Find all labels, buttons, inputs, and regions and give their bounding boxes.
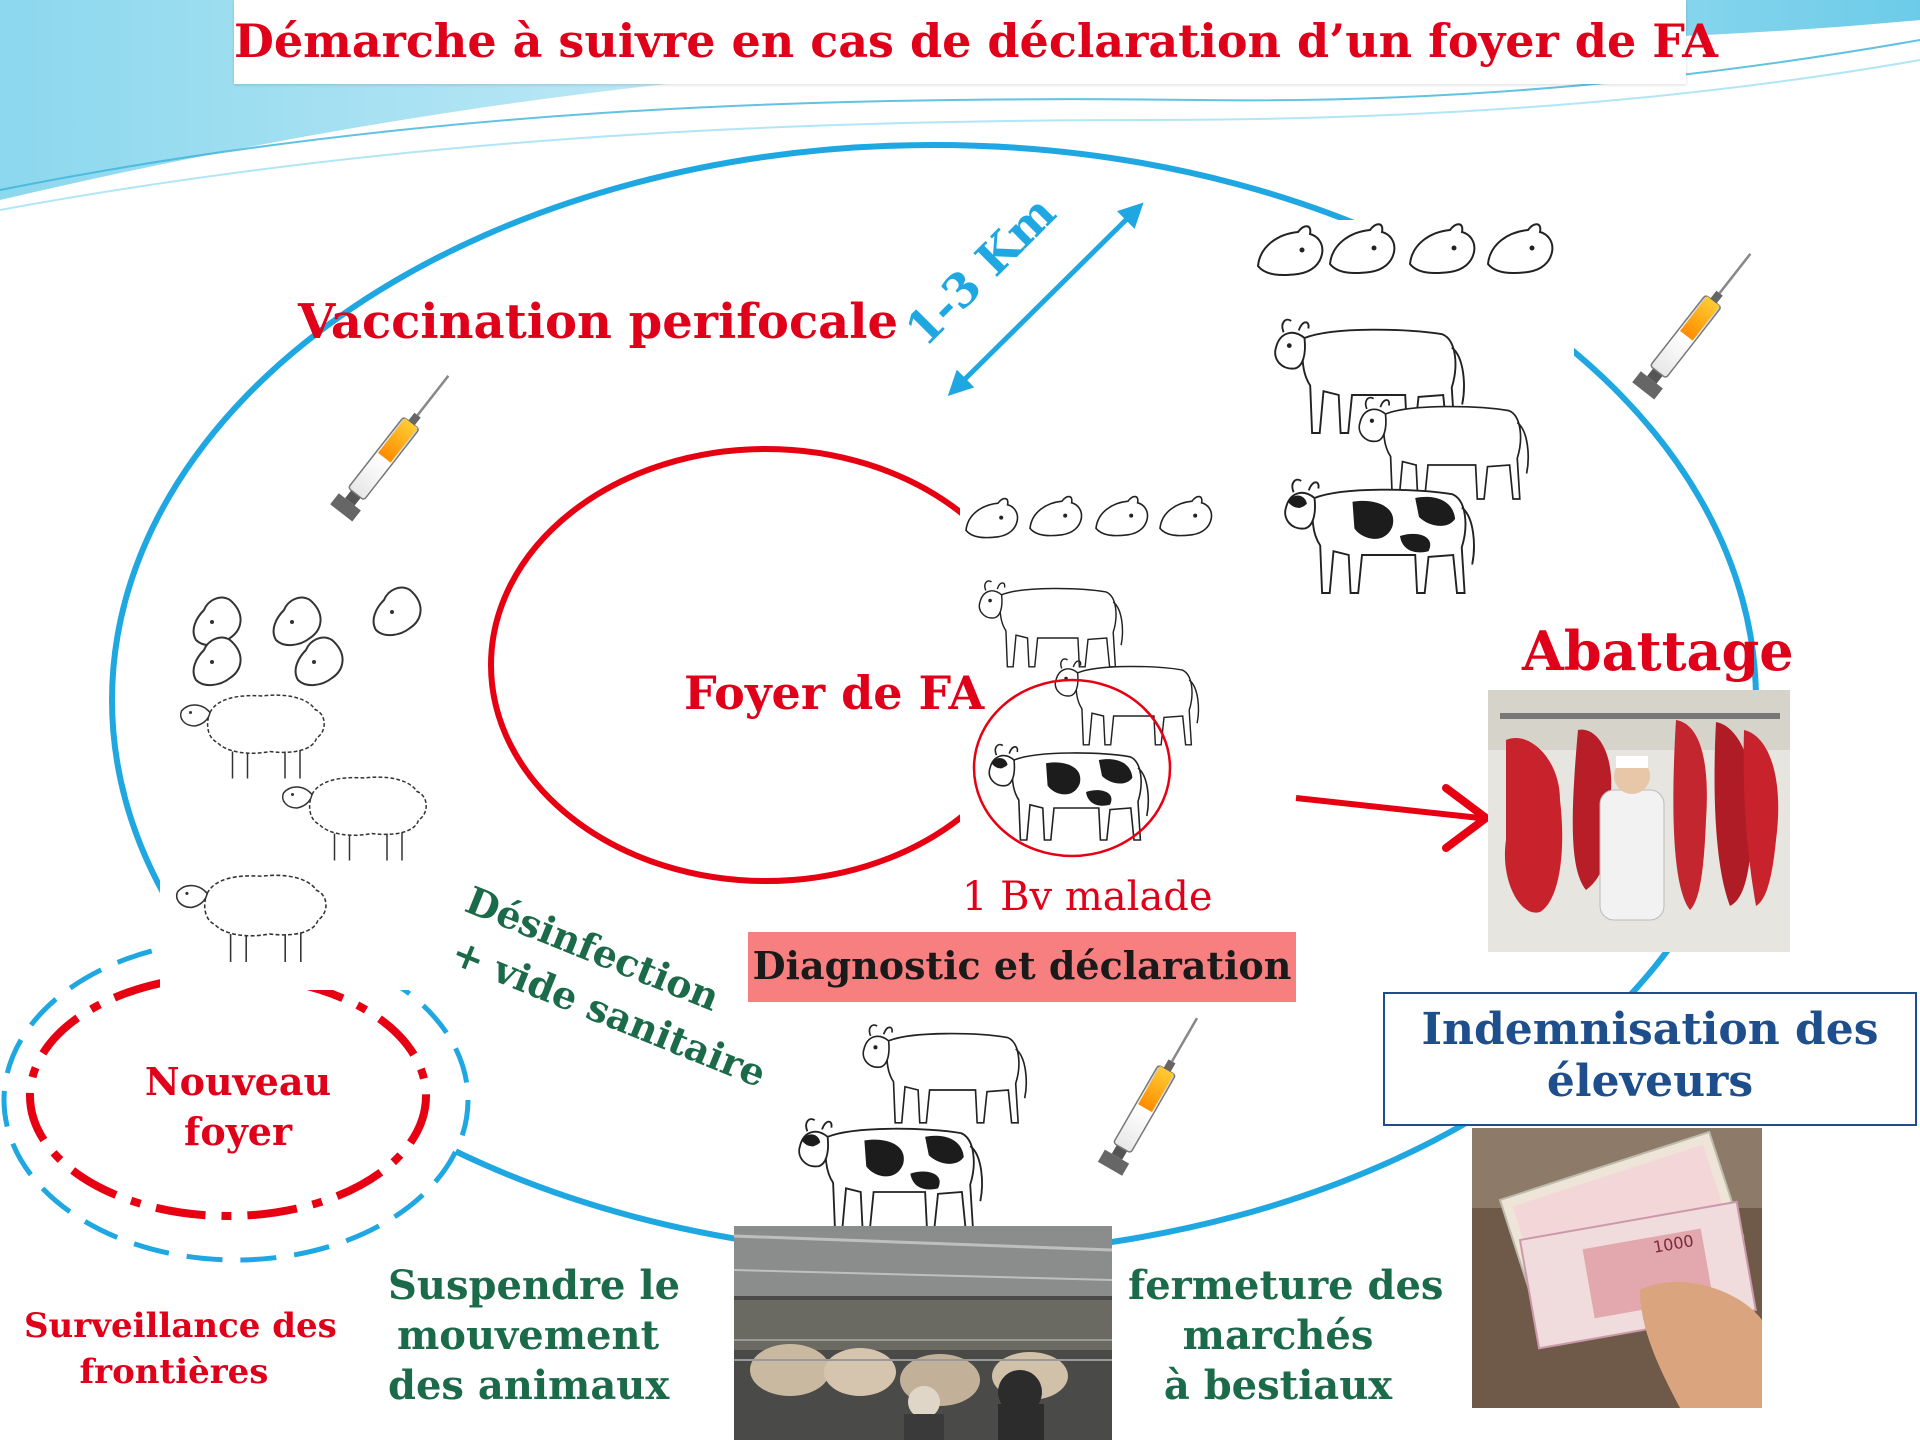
diagnostic-box (748, 932, 1296, 1002)
cattle-market-photo (733, 1226, 1113, 1440)
vaccinated-herd-illustration (1248, 220, 1574, 593)
abattage-photo (1488, 690, 1790, 952)
suspendre-label-2: mouvement (396, 1312, 660, 1359)
fermeture-label-1: fermeture des (1128, 1262, 1444, 1309)
bottom-herd-illustration (766, 1000, 1076, 1230)
sick-cow-highlight (972, 678, 1172, 858)
suspendre-label-1: Suspendre le (388, 1262, 681, 1309)
syringe-icon (328, 365, 461, 523)
distance-arrow-icon (947, 202, 1144, 397)
suspendre-label-3: des animaux (388, 1362, 670, 1409)
surveillance-label-2: frontières (79, 1352, 269, 1392)
nouveau-foyer-label-2: foyer (184, 1109, 292, 1154)
syringe-icon (1096, 1009, 1211, 1178)
foyer-herd-illustration (960, 490, 1230, 858)
syringe-icon (1630, 243, 1763, 401)
foyer-ring (488, 446, 1044, 884)
fermeture-label-3: à bestiaux (1163, 1362, 1393, 1409)
fermeture-label-2: marchés (1182, 1312, 1374, 1359)
surveillance-label-1: Surveillance des (24, 1306, 337, 1346)
abattage-label: Abattage (1522, 619, 1794, 683)
nouveau-foyer-label-1: Nouveau (144, 1059, 332, 1104)
abattage-arrow-icon (1295, 784, 1493, 852)
foyer-label: Foyer de FA (684, 666, 985, 720)
sick-animal-label: 1 Bv malade (962, 874, 1213, 920)
sheep-flock-illustration (160, 580, 480, 990)
page-title: Démarche à suivre en cas de déclaration … (234, 14, 1718, 68)
title-bar (234, 0, 1686, 84)
vaccination-label: Vaccination perifocale (298, 294, 899, 350)
indemnisation-label: Indemnisation des éleveurs (1421, 1004, 1879, 1107)
indemnisation-box (1383, 992, 1917, 1126)
indemnisation-photo: 1000 (1472, 1128, 1762, 1408)
diagnostic-label: Diagnostic et déclaration (752, 943, 1292, 988)
